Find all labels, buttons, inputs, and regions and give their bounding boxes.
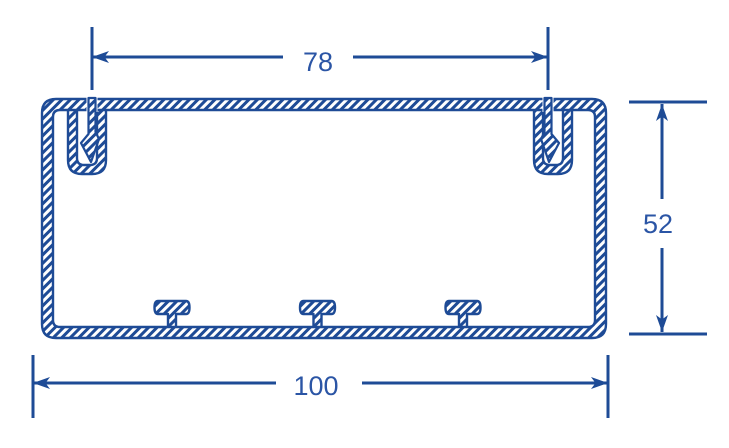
dimension-value-bottom: 100: [293, 371, 338, 401]
dimension-100: 100: [31, 355, 610, 418]
profile-body: [40, 96, 608, 340]
mounting-stud: [153, 299, 191, 332]
mounting-studs: [153, 299, 482, 332]
dimension-52: 52: [629, 100, 707, 336]
right-lid-hook: [539, 96, 561, 164]
dimension-78: 78: [90, 27, 550, 90]
mounting-stud: [444, 299, 482, 332]
profile-wall-ring: [40, 97, 608, 340]
left-lid-hook: [79, 96, 101, 164]
dimension-value-right: 52: [643, 209, 673, 239]
mounting-stud: [298, 299, 337, 332]
dimension-value-top: 78: [303, 47, 333, 77]
